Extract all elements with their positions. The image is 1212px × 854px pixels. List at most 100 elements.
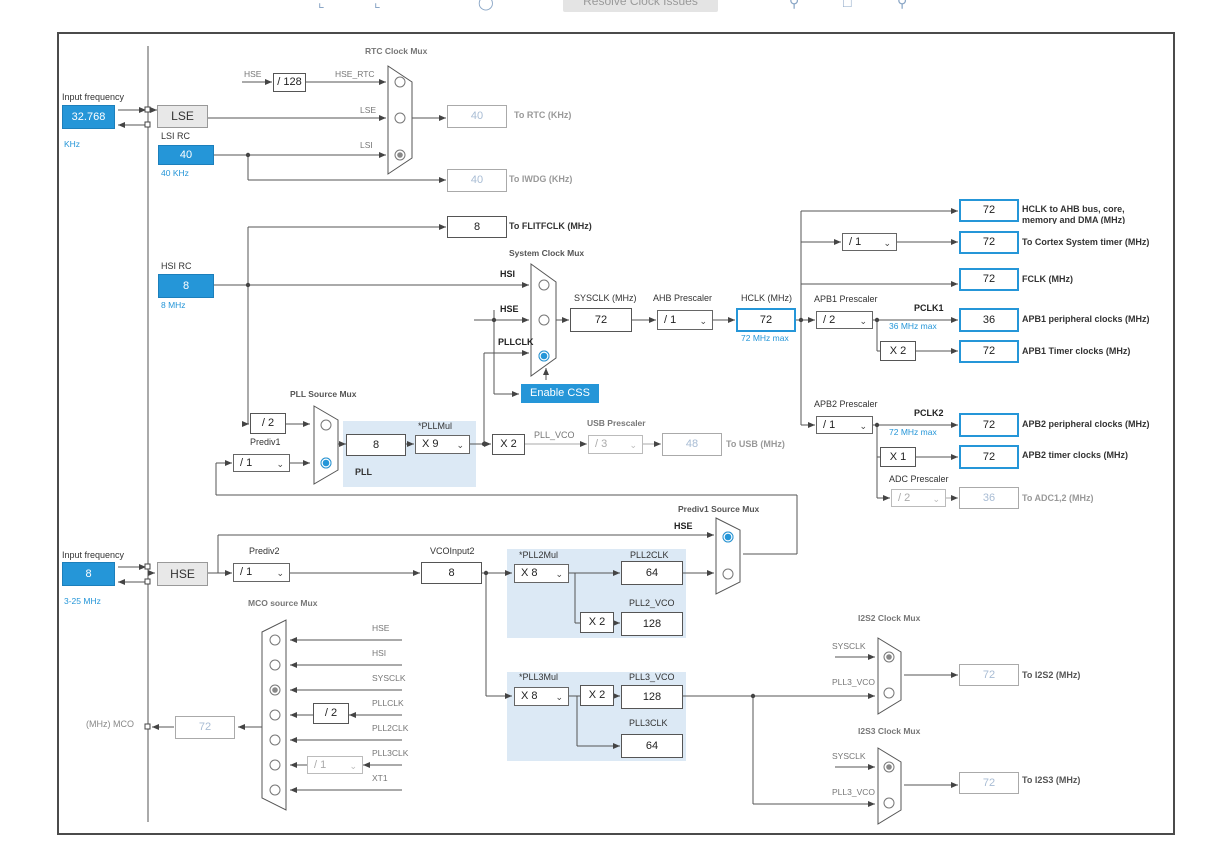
hsi-freq: 8 MHz <box>161 300 186 310</box>
vcoinput2-value: 8 <box>421 562 482 584</box>
sysclk-value[interactable]: 72 <box>570 308 632 332</box>
undo-icon[interactable]: ⌞ <box>318 0 325 10</box>
hclk-ahb-output: 72 <box>959 199 1019 222</box>
pclk2-label: PCLK2 <box>914 408 944 418</box>
prediv1-select[interactable]: / 1⌄ <box>233 454 290 472</box>
apb1-prescaler-label: APB1 Prescaler <box>814 294 878 304</box>
pll3mul-select[interactable]: X 8⌄ <box>514 687 569 706</box>
cortex-timer-div-select[interactable]: / 1⌄ <box>842 233 897 251</box>
i2s3-mux <box>877 747 902 825</box>
i2s2-mux-title: I2S2 Clock Mux <box>858 613 921 623</box>
hclk-value[interactable]: 72 <box>736 308 796 332</box>
hclk-ahb-label: HCLK to AHB bus, core, memory and DMA (M… <box>1022 204 1126 224</box>
lse-block[interactable]: LSE <box>157 105 208 128</box>
apb1-peripheral-output: 36 <box>959 308 1019 332</box>
sysmux-pllclk-label: PLLCLK <box>498 337 534 347</box>
apb2-timer-output: 72 <box>959 445 1019 469</box>
hsi-value: 8 <box>158 274 214 298</box>
rtc-hse-rtc-label: HSE_RTC <box>335 69 375 79</box>
i2s3-pll3vco-label: PLL3_VCO <box>832 787 875 797</box>
pll2clk-value: 64 <box>621 561 683 585</box>
mco-pll3clk-div-select[interactable]: / 1⌄ <box>307 756 363 774</box>
mco-input-pllclk: PLLCLK <box>372 698 404 708</box>
ahb-prescaler-label: AHB Prescaler <box>653 293 713 303</box>
lsi-value: 40 <box>158 145 214 165</box>
hsi-title: HSI RC <box>161 261 192 271</box>
rtc-div-128: / 128 <box>273 73 306 92</box>
prediv2-label: Prediv2 <box>249 546 280 556</box>
pll3mul-label: *PLL3Mul <box>519 672 559 682</box>
pllmul-label: *PLLMul <box>418 421 453 431</box>
enable-css-button[interactable]: Enable CSS <box>521 384 599 403</box>
pll-input-value: 8 <box>346 434 406 456</box>
apb2-timer-mult: X 1 <box>880 447 916 467</box>
chevron-down-icon: ⌄ <box>932 494 940 504</box>
i2s3-mux-title: I2S3 Clock Mux <box>858 726 921 736</box>
system-clock-mux-title: System Clock Mux <box>509 248 585 258</box>
chevron-down-icon: ⌄ <box>555 569 563 579</box>
pllmul-select[interactable]: X 9⌄ <box>415 435 470 454</box>
pll2mul-select[interactable]: X 8⌄ <box>514 564 569 583</box>
mco-pllclk-div: / 2 <box>313 703 349 724</box>
chevron-down-icon: ⌄ <box>883 238 891 248</box>
hclk-label: HCLK (MHz) <box>741 293 792 303</box>
sysclk-label: SYSCLK (MHz) <box>574 293 637 303</box>
rtc-hse-label: HSE <box>244 69 262 79</box>
zoom-out-icon[interactable]: ⚲ <box>897 0 908 10</box>
pll-x2: X 2 <box>492 434 525 455</box>
pll2clk-label: PLL2CLK <box>630 550 669 560</box>
refresh-icon[interactable]: ◯ <box>478 0 494 10</box>
fclk-label: FCLK (MHz) <box>1022 274 1073 284</box>
apb2-timer-label: APB2 timer clocks (MHz) <box>1022 450 1129 460</box>
cortex-timer-output: 72 <box>959 231 1019 254</box>
cortex-timer-label: To Cortex System timer (MHz) <box>1022 237 1150 247</box>
redo-icon[interactable]: ⌞ <box>374 0 381 10</box>
chevron-down-icon: ⌄ <box>456 440 464 450</box>
ahb-prescaler-select[interactable]: / 1⌄ <box>657 310 713 330</box>
chevron-down-icon: ⌄ <box>699 316 707 326</box>
rtc-lsi-label: LSI <box>360 140 373 150</box>
lsi-freq: 40 KHz <box>161 168 189 178</box>
hse-block[interactable]: HSE <box>157 562 208 586</box>
mco-source-mux-title: MCO source Mux <box>248 598 318 608</box>
i2s3-output: 72 <box>959 772 1019 794</box>
adc-prescaler-select[interactable]: / 2⌄ <box>891 489 946 507</box>
adc-label: To ADC1,2 (MHz) <box>1022 493 1094 503</box>
prediv1-mux-hse-label: HSE <box>674 521 693 531</box>
lse-input-frequency[interactable]: 32.768 <box>62 105 115 129</box>
apb2-max: 72 MHz max <box>889 427 937 437</box>
rtc-output: 40 <box>447 105 507 128</box>
apb2-prescaler-label: APB2 Prescaler <box>814 399 878 409</box>
apb2-prescaler-select[interactable]: / 1⌄ <box>816 416 873 434</box>
hse-range: 3-25 MHz <box>64 596 101 606</box>
chevron-down-icon: ⌄ <box>629 440 637 450</box>
mco-input-xt1: XT1 <box>372 773 388 783</box>
pll3clk-value: 64 <box>621 734 683 758</box>
hse-input-frequency-label: Input frequency <box>62 550 125 560</box>
prediv1-source-mux <box>715 517 741 595</box>
fit-icon[interactable]: □ <box>843 0 852 10</box>
apb1-timer-mult: X 2 <box>880 341 916 361</box>
pll3-x2: X 2 <box>580 685 614 706</box>
iwdg-output: 40 <box>447 169 507 192</box>
usb-prescaler-select[interactable]: / 3⌄ <box>588 435 643 454</box>
flitfclk-output: 8 <box>447 216 507 238</box>
mco-input-pll3clk: PLL3CLK <box>372 748 409 758</box>
zoom-in-icon[interactable]: ⚲ <box>789 0 800 10</box>
lse-input-frequency-label: Input frequency <box>62 92 125 102</box>
apb1-prescaler-select[interactable]: / 2⌄ <box>816 311 873 329</box>
iwdg-output-label: To IWDG (KHz) <box>509 174 573 184</box>
i2s3-label: To I2S3 (MHz) <box>1022 775 1081 785</box>
pll3-vco-value: 128 <box>621 685 683 709</box>
sysmux-hse-label: HSE <box>500 304 519 314</box>
vcoinput2-label: VCOInput2 <box>430 546 475 556</box>
hse-input-frequency[interactable]: 8 <box>62 562 115 586</box>
prediv2-select[interactable]: / 1⌄ <box>233 563 290 582</box>
pll-vco-label: PLL_VCO <box>534 430 575 440</box>
resolve-clock-issues-button[interactable]: Resolve Clock Issues <box>563 0 718 12</box>
lse-unit: KHz <box>64 139 81 149</box>
mco-input-hsi: HSI <box>372 648 387 658</box>
mco-output-label: (MHz) MCO <box>86 719 134 729</box>
apb2-peripheral-label: APB2 peripheral clocks (MHz) <box>1022 419 1150 429</box>
usb-label: To USB (MHz) <box>726 439 785 449</box>
